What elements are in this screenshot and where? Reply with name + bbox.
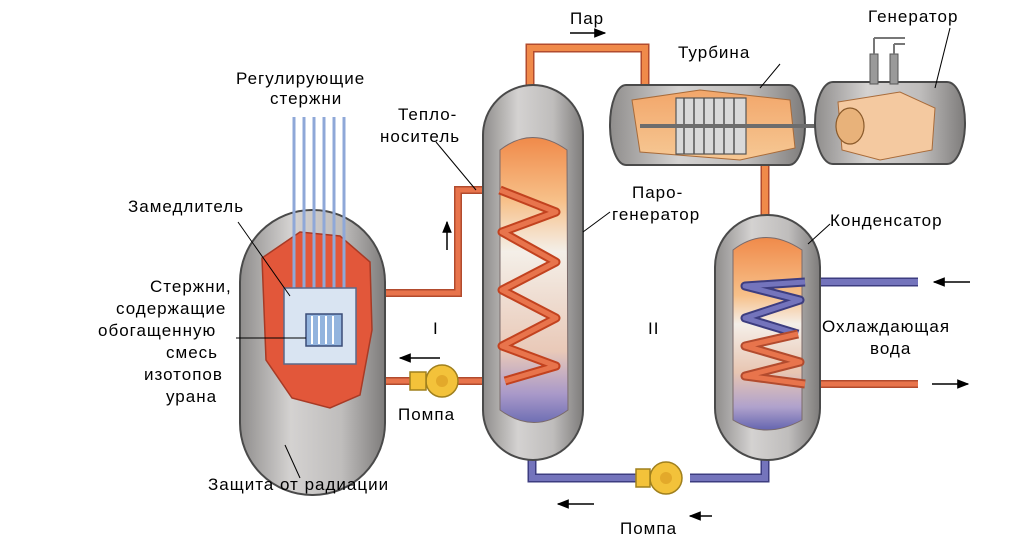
steam-generator	[482, 84, 584, 461]
label-circuit-1: I	[433, 319, 439, 338]
label-cooling-water-1: Охлаждающая	[822, 317, 950, 336]
steam-pipe	[525, 43, 650, 92]
label-generator: Генератор	[868, 7, 958, 26]
label-cooling-water-2: вода	[870, 339, 911, 358]
feedwater-pipe	[527, 455, 770, 483]
label-fuel-rods-6: урана	[166, 387, 217, 406]
label-turbine: Турбина	[678, 43, 750, 62]
label-condenser: Конденсатор	[830, 211, 943, 230]
label-control-rods-2: стержни	[270, 89, 342, 108]
label-coolant-2: носитель	[380, 127, 460, 146]
condenser	[714, 214, 821, 461]
label-coolant-1: Тепло-	[398, 105, 457, 124]
label-steam-generator-1: Паро-	[632, 183, 683, 202]
label-pump-1: Помпа	[398, 405, 455, 424]
reactor	[239, 117, 386, 496]
label-fuel-rods-5: изотопов	[144, 365, 223, 384]
label-fuel-rods-3: обогащенную	[98, 321, 216, 340]
label-steam-generator-2: генератор	[612, 205, 700, 224]
control-rods	[292, 117, 346, 300]
label-fuel-rods-1: Стержни,	[150, 277, 232, 296]
pump-1	[409, 364, 459, 398]
label-control-rods-1: Регулирующие	[236, 69, 365, 88]
primary-hot-pipe	[385, 186, 500, 297]
label-fuel-rods-2: содержащие	[116, 299, 226, 318]
label-moderator: Замедлитель	[128, 197, 244, 216]
turbine	[609, 84, 845, 166]
label-radiation-shield: Защита от радиации	[208, 475, 389, 494]
label-steam: Пар	[570, 9, 604, 28]
label-circuit-2: II	[648, 319, 659, 338]
generator	[814, 37, 966, 165]
label-fuel-rods-4: смесь	[166, 343, 218, 362]
label-pump-2: Помпа	[620, 519, 677, 538]
pump-2	[635, 461, 683, 495]
